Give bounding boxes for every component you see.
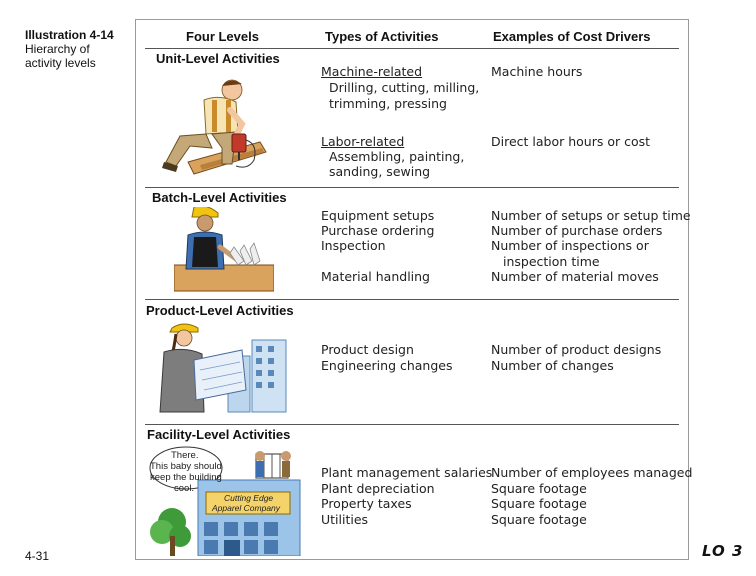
machine-related-heading: Machine-related (321, 64, 423, 79)
facility-activity-3: Property taxes (321, 496, 412, 511)
batch-driver-2: Number of purchase orders (491, 223, 663, 238)
unit-batch-divider (145, 187, 679, 188)
machine-related-line-2: trimming, pressing (329, 96, 447, 111)
direct-labor-driver: Direct labor hours or cost (491, 134, 651, 149)
facility-driver-3: Square footage (491, 496, 587, 511)
unit-level-title: Unit-Level Activities (156, 51, 280, 66)
batch-activity-1: Equipment setups (321, 208, 435, 223)
speech-bubble-line-4: cool. (174, 483, 195, 494)
speech-bubble-line-2: This baby should (150, 461, 222, 472)
page-number: 4-31 (25, 549, 50, 563)
company-sign-line-1: Cutting Edge (224, 493, 274, 503)
illustration-caption: Illustration 4-14 Hierarchy of activity … (25, 28, 114, 70)
worker-inspecting-illustration (174, 207, 274, 292)
facility-driver-4: Square footage (491, 512, 587, 527)
facility-activity-1: Plant management salaries (321, 465, 493, 480)
batch-activity-3: Inspection (321, 238, 386, 253)
facility-driver-1: Number of employees managed (491, 465, 693, 480)
designer-with-blueprint-illustration (159, 323, 287, 413)
building-with-workers-illustration (149, 446, 301, 556)
facility-driver-2: Square footage (491, 481, 587, 496)
batch-driver-4: Number of material moves (491, 269, 659, 284)
hierarchy-table: Four Levels Types of Activities Examples… (135, 19, 693, 560)
product-facility-divider (145, 424, 679, 425)
caption-line-1: Hierarchy of (25, 42, 90, 56)
batch-activity-4: Material handling (321, 269, 430, 284)
batch-activity-2: Purchase ordering (321, 223, 435, 238)
batch-driver-3: Number of inspections or (491, 238, 649, 253)
batch-level-title: Batch-Level Activities (152, 190, 287, 205)
speech-bubble-line-3: keep the building (150, 472, 222, 483)
facility-level-title: Facility-Level Activities (147, 427, 291, 442)
header-four-levels: Four Levels (186, 29, 259, 44)
machine-related-line-1: Drilling, cutting, milling, (329, 80, 480, 95)
product-activity-2: Engineering changes (321, 358, 453, 373)
header-cost-drivers: Examples of Cost Drivers (493, 29, 651, 44)
header-types-of-activities: Types of Activities (325, 29, 439, 44)
illustration-title: Illustration 4-14 (25, 28, 114, 42)
product-driver-1: Number of product designs (491, 342, 662, 357)
caption-line-2: activity levels (25, 56, 96, 70)
facility-activity-2: Plant depreciation (321, 481, 435, 496)
machine-hours-driver: Machine hours (491, 64, 583, 79)
company-sign-line-2: Apparel Company (212, 503, 281, 513)
product-driver-2: Number of changes (491, 358, 614, 373)
labor-related-heading: Labor-related (321, 134, 405, 149)
speech-bubble-line-1: There. (171, 450, 199, 461)
product-activity-1: Product design (321, 342, 414, 357)
labor-related-line-1: Assembling, painting, (329, 149, 465, 164)
labor-related-line-2: sanding, sewing (329, 164, 431, 179)
facility-activity-4: Utilities (321, 512, 369, 527)
batch-driver-1: Number of setups or setup time (491, 208, 691, 223)
batch-driver-3-continued: inspection time (503, 254, 600, 269)
worker-drilling-illustration (162, 79, 267, 175)
learning-objective-label: LO 3 (702, 542, 744, 560)
header-divider (145, 48, 679, 49)
product-level-title: Product-Level Activities (146, 303, 294, 318)
batch-product-divider (145, 299, 679, 300)
